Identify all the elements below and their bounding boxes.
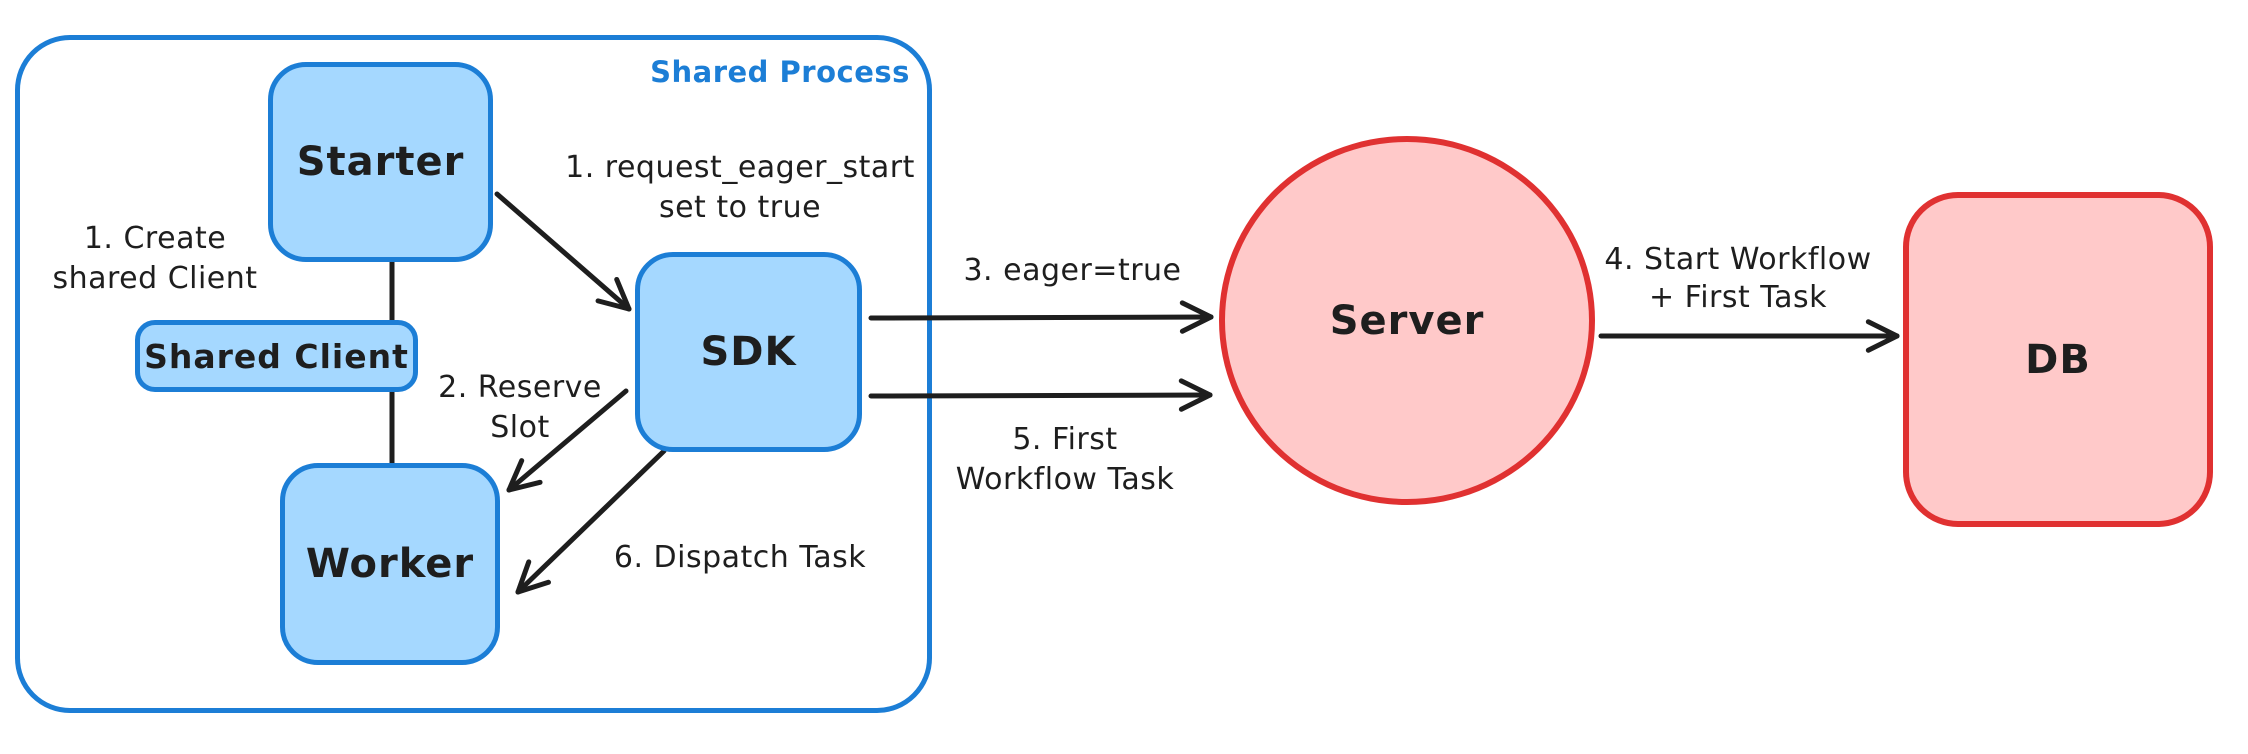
annotation-eager-true: 3. eager=true xyxy=(945,251,1200,291)
node-shared-client: Shared Client xyxy=(135,320,418,392)
edge-sdk-to-server-eager-arrowhead xyxy=(1179,314,1214,334)
shared-process-container xyxy=(15,35,932,713)
node-starter-label: Starter xyxy=(296,139,465,185)
node-worker: Worker xyxy=(280,463,500,665)
annotation-start-workflow: 4. Start Workflow + First Task xyxy=(1588,241,1888,317)
edge-sdk-to-server-first-workflow-task-arrowhead xyxy=(1178,392,1213,412)
annotation-first-workflow-task: 5. First Workflow Task xyxy=(935,420,1195,500)
shared-process-label: Shared Process xyxy=(650,55,910,89)
annotation-line: 6. Dispatch Task xyxy=(613,540,867,575)
edge-server-to-db-arrowhead xyxy=(1865,319,1900,339)
annotation-create-shared-client: 1. Create shared Client xyxy=(25,219,285,299)
node-sdk: SDK xyxy=(635,252,862,452)
node-server: Server xyxy=(1219,136,1595,505)
annotation-request-eager-start: 1. request_eager_start set to true xyxy=(535,148,945,228)
annotation-line: shared Client xyxy=(52,261,258,296)
edge-server-to-db-arrowhead xyxy=(1865,333,1900,353)
annotation-line: set to true xyxy=(658,190,822,225)
annotation-line: Slot xyxy=(490,410,550,445)
annotation-line: 1. Create xyxy=(83,221,227,256)
node-server-label: Server xyxy=(1329,297,1485,344)
annotation-reserve-slot: 2. Reserve Slot xyxy=(420,368,620,448)
node-starter: Starter xyxy=(268,62,493,262)
node-sdk-label: SDK xyxy=(700,329,797,375)
annotation-line: 2. Reserve xyxy=(438,370,602,405)
annotation-line: Workflow Task xyxy=(955,462,1175,497)
node-db: DB xyxy=(1903,192,2213,527)
edge-sdk-to-server-first-workflow-task-arrowhead xyxy=(1178,378,1213,398)
annotation-line: 5. First xyxy=(1012,422,1118,457)
node-shared-client-label: Shared Client xyxy=(144,336,409,376)
edge-sdk-to-server-eager-arrowhead xyxy=(1179,300,1214,320)
node-db-label: DB xyxy=(2025,336,2091,383)
annotation-line: + First Task xyxy=(1648,280,1828,315)
annotation-line: 3. eager=true xyxy=(963,253,1182,288)
annotation-line: 1. request_eager_start xyxy=(565,150,915,185)
annotation-line: 4. Start Workflow xyxy=(1604,242,1872,277)
node-worker-label: Worker xyxy=(305,541,475,587)
annotation-dispatch-task: 6. Dispatch Task xyxy=(610,538,870,578)
